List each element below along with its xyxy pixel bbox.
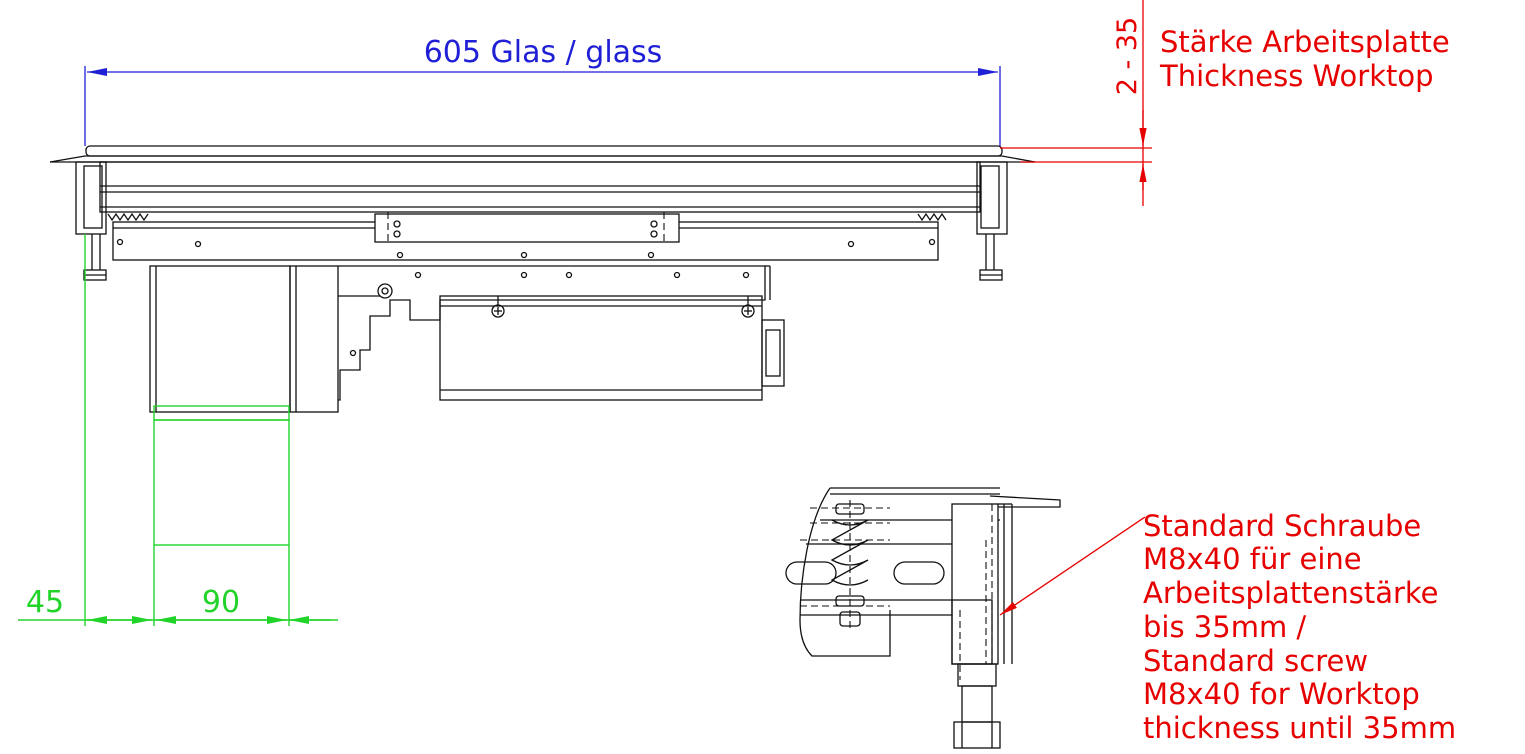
worktop-range-label: 2 - 35	[1112, 17, 1143, 95]
ventilation-clearance: 45 90	[18, 234, 338, 626]
left-offset-label: 45	[26, 585, 64, 620]
screw-annotation: Standard Schraube M8x40 für eine Arbeits…	[1143, 509, 1456, 745]
screw-line-5: Standard screw	[1143, 644, 1368, 678]
screw-detail-view: Standard Schraube M8x40 für eine Arbeits…	[785, 487, 1456, 749]
glass-width-label: 605 Glas / glass	[424, 35, 663, 70]
screw-line-4: bis 35mm /	[1143, 610, 1306, 644]
glass-width-dimension: 605 Glas / glass	[84, 35, 1001, 146]
screw-line-6: M8x40 for Worktop	[1143, 677, 1420, 711]
screw-line-7: thickness until 35mm	[1143, 711, 1456, 745]
worktop-label-en: Thickness Worktop	[1159, 59, 1434, 93]
screw-line-3: Arbeitsplattenstärke	[1143, 576, 1439, 610]
box-width-label: 90	[202, 585, 240, 620]
worktop-label-de: Stärke Arbeitsplatte	[1160, 25, 1450, 59]
screw-line-2: M8x40 für eine	[1143, 542, 1362, 576]
worktop-thickness-dimension: 2 - 35 Stärke Arbeitsplatte Thickness Wo…	[1000, 0, 1450, 206]
cooktop-side-view	[49, 145, 1036, 413]
screw-line-1: Standard Schraube	[1143, 509, 1421, 543]
